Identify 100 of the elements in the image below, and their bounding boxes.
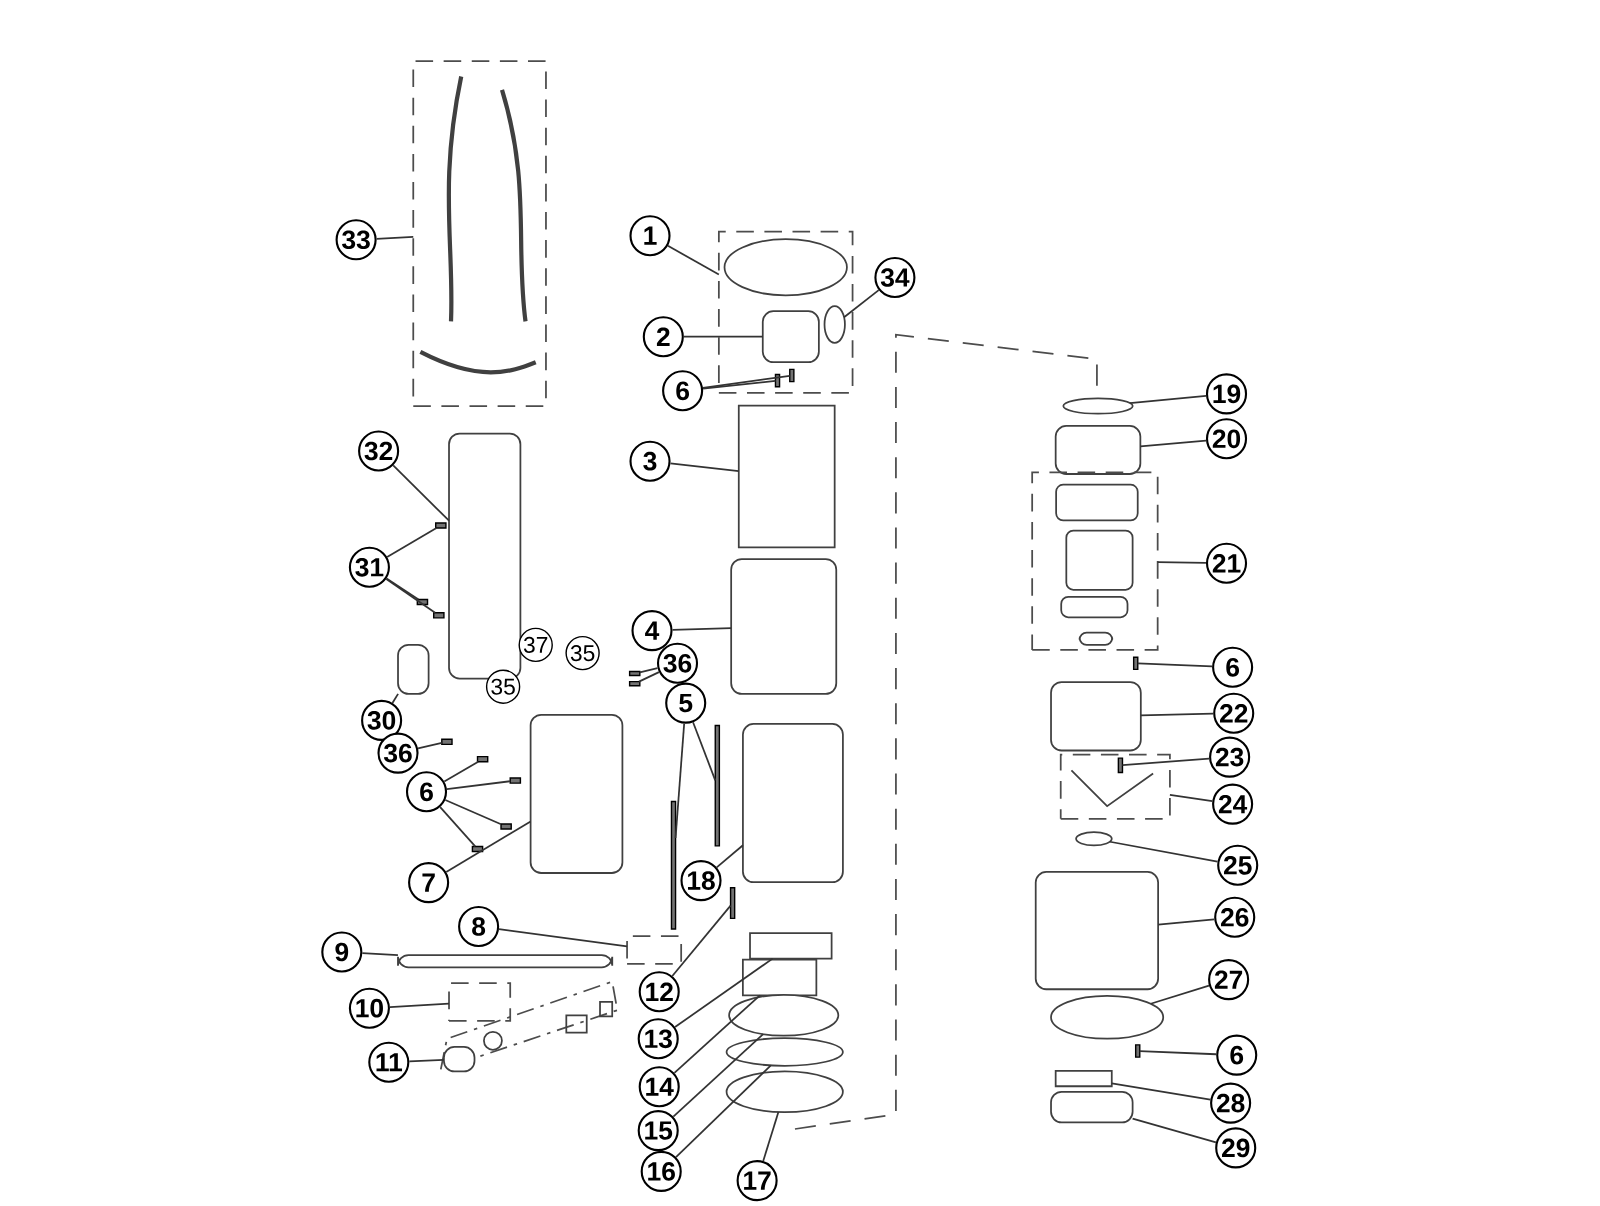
leader-line [417, 742, 443, 750]
callout-number: 3 [629, 440, 671, 482]
leader-line [674, 722, 686, 839]
leader-line [671, 627, 733, 631]
screw-bar [476, 755, 489, 763]
screw-bar [774, 373, 781, 388]
screw-bar [509, 777, 522, 784]
callout-number: 13 [637, 1018, 679, 1060]
callout-number: 23 [1209, 736, 1251, 778]
leader-line [674, 957, 774, 1028]
screw-bar [628, 670, 641, 677]
callout-number: 4 [631, 610, 673, 652]
callout-number: 10 [348, 987, 390, 1029]
screw-bar [1134, 1044, 1141, 1058]
part-ellipse [723, 238, 848, 297]
callout-number: 24 [1212, 783, 1254, 825]
leader-line [672, 1033, 765, 1118]
leader-line [361, 952, 399, 957]
callout-number: 20 [1205, 418, 1248, 460]
callout-number: 17 [736, 1160, 778, 1202]
part-box [397, 644, 430, 695]
screw-bar [416, 598, 429, 606]
callout-number: 36 [656, 642, 699, 684]
callout-number: 37 [518, 627, 553, 663]
part-box [742, 958, 818, 997]
callout-number: 1 [629, 215, 671, 257]
part-box [529, 713, 624, 874]
part-ellipse [823, 305, 846, 344]
leader-line [445, 820, 532, 873]
dashed-group-box [1059, 753, 1171, 820]
callout-number: 7 [408, 862, 450, 904]
dashed-group-box [412, 60, 547, 408]
leader-line [1109, 840, 1219, 863]
leader-line [1139, 712, 1215, 717]
callout-number: 6 [1216, 1034, 1258, 1076]
callout-number: 12 [638, 971, 680, 1013]
callout-number: 25 [1217, 844, 1259, 886]
leader-line [1131, 1117, 1217, 1144]
rod-bar [670, 800, 677, 930]
screw-bar [729, 887, 736, 920]
screw-bar [435, 522, 447, 529]
leader-line [715, 844, 744, 869]
callout-number: 35 [485, 669, 521, 704]
screw-bar [500, 823, 512, 830]
part-ellipse [728, 994, 840, 1037]
part-ellipse [1062, 397, 1134, 415]
part-box [1054, 425, 1142, 475]
leader-line [702, 374, 791, 389]
leader-line [386, 527, 438, 558]
part-box [1034, 871, 1159, 991]
callout-number: 6 [662, 370, 704, 412]
callout-number: 5 [665, 682, 707, 724]
callout-number: 28 [1210, 1082, 1252, 1124]
leader-line [446, 780, 512, 791]
part-box [737, 404, 836, 549]
callout-number: 14 [638, 1066, 680, 1108]
callout-number: 2 [642, 316, 684, 358]
leader-line [638, 671, 660, 683]
screw-bar [1117, 757, 1124, 774]
callout-number: 34 [874, 256, 916, 299]
screw-bar [471, 845, 484, 853]
leader-line [444, 799, 502, 826]
callout-number: 11 [368, 1041, 410, 1083]
leader-line [638, 667, 659, 674]
screw-bar [441, 738, 453, 746]
leader-line [498, 928, 628, 948]
dashed-group-box [718, 230, 854, 394]
leader-line [1169, 793, 1214, 802]
part-ellipse [1075, 831, 1113, 847]
leader-line [1139, 439, 1207, 448]
leader-line [391, 693, 399, 704]
callout-number: 6 [1212, 646, 1254, 688]
callout-number: 27 [1208, 959, 1250, 1001]
callout-number: 19 [1205, 373, 1248, 415]
leader-line [702, 379, 777, 390]
callout-number: 31 [348, 546, 390, 588]
part-box [448, 432, 522, 680]
leader-line [675, 1064, 772, 1158]
callout-number: 21 [1205, 542, 1248, 584]
callout-number: 15 [637, 1110, 679, 1152]
leader-line [408, 1058, 445, 1063]
leader-line [392, 464, 450, 522]
part-box [730, 558, 838, 695]
callout-number: 32 [358, 430, 400, 472]
screw-bar [789, 368, 795, 383]
callout-number: 16 [640, 1150, 682, 1192]
dashed-group-box [626, 935, 683, 965]
leader-line [1156, 561, 1207, 564]
part-box [397, 954, 614, 969]
part-box [1054, 1070, 1113, 1088]
leader-line [443, 760, 480, 783]
leader-line [375, 236, 415, 240]
part-box [749, 932, 833, 960]
part-box [1050, 681, 1142, 752]
part-ellipse [1050, 994, 1165, 1040]
callout-number: 29 [1215, 1127, 1257, 1169]
leader-line [692, 721, 717, 782]
part-box [443, 1046, 476, 1073]
leader-line [389, 1002, 450, 1008]
leader-line [439, 806, 477, 848]
